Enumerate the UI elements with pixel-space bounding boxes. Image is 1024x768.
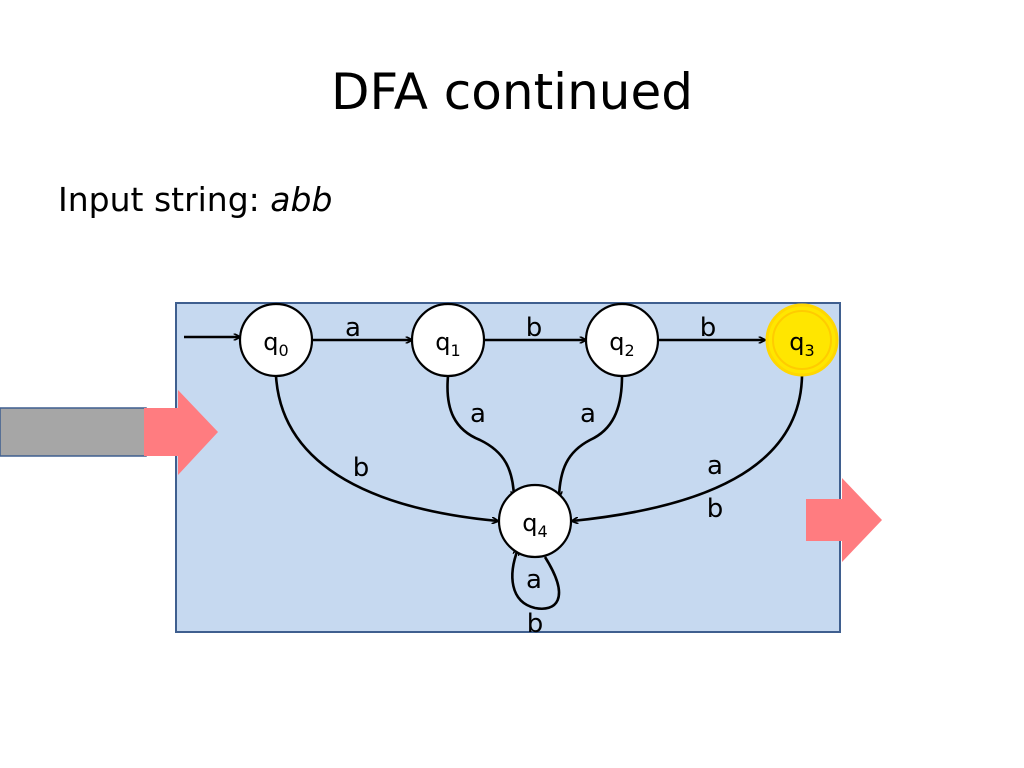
edge-q3-q4-label-a: a: [707, 451, 723, 481]
input-tape: [0, 407, 147, 457]
input-string-label: Input string:: [58, 180, 271, 219]
state-q3-highlighted: q3: [765, 303, 839, 377]
input-string-line: Input string: abb: [58, 180, 332, 220]
state-q1-label: q1: [435, 328, 460, 360]
state-q1: q1: [410, 302, 486, 378]
edge-q0-q4-label: b: [353, 453, 370, 483]
edge-q4-self-loop: [511, 549, 561, 611]
slide-title: DFA continued: [331, 63, 693, 121]
edge-q1-q4-label: a: [470, 399, 486, 429]
edge-q1-q2-label: b: [526, 313, 543, 343]
edge-q2-q4-label: a: [580, 399, 596, 429]
edge-q0-q1-label: a: [345, 313, 361, 343]
state-q2-label: q2: [609, 328, 634, 360]
self-loop-label-a: a: [526, 565, 542, 595]
edge-q1-q4: [446, 375, 514, 497]
output-arrow-icon: [806, 478, 882, 562]
edge-q2-q4: [559, 375, 624, 497]
edge-q3-q4: [572, 375, 804, 521]
self-loop-label-b: b: [527, 609, 544, 639]
state-q2: q2: [584, 302, 660, 378]
edge-q2-q3-label: b: [700, 313, 717, 343]
edge-q3-q4-label-b: b: [707, 494, 724, 524]
input-string-value: abb: [270, 180, 333, 219]
state-q4-label: q4: [522, 509, 547, 541]
edge-q0-q4: [274, 375, 498, 521]
state-q0: q0: [238, 302, 314, 378]
input-arrow-icon: [144, 390, 218, 475]
state-q4: q4: [497, 483, 573, 559]
state-q0-label: q0: [263, 328, 288, 360]
state-q3-label: q3: [789, 328, 814, 360]
